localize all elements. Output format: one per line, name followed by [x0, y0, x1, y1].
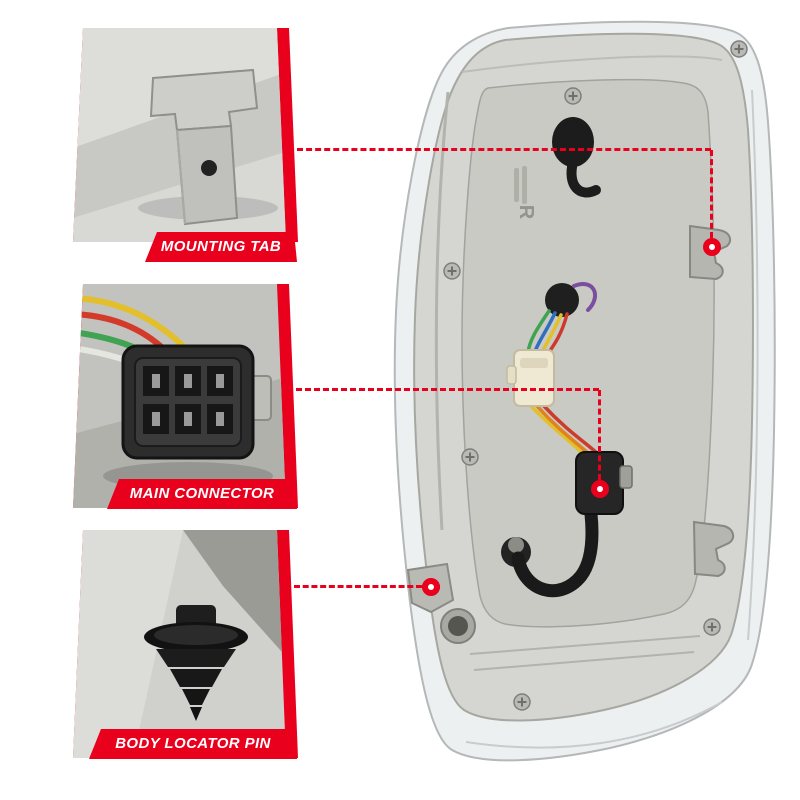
callout-inset-mounting-tab	[73, 28, 298, 242]
callout-label-text: MAIN CONNECTOR	[129, 485, 275, 502]
mounting-bracket-lower	[692, 520, 735, 578]
connector-body	[121, 344, 272, 460]
marker-core	[709, 244, 715, 250]
mounting-tab-photo	[73, 28, 286, 242]
callout-label-text: MOUNTING TAB	[160, 238, 282, 255]
body-locator-pin-photo	[73, 530, 286, 758]
mounting-tab-bracket	[149, 68, 259, 226]
callout-line-mounting-tab	[297, 148, 711, 151]
screws	[443, 40, 748, 711]
mounting-tab-closeup	[73, 28, 286, 242]
main-connector-closeup	[73, 284, 286, 508]
callout-inset-main-connector	[73, 284, 298, 508]
rubber-grommet	[552, 117, 601, 198]
molded-markings: R	[514, 166, 537, 220]
callout-label-text: BODY LOCATOR PIN	[115, 735, 271, 752]
bottom-rib-2	[473, 651, 695, 671]
lens-highlight-right	[747, 89, 759, 641]
inner-panel	[461, 78, 715, 628]
callout-label-mounting-tab: MOUNTING TAB	[145, 232, 297, 262]
callout-inset-body-locator-pin	[73, 530, 298, 758]
bulb-socket-upper	[545, 282, 597, 317]
r-marking: R	[515, 205, 537, 220]
inline-connector-white	[506, 349, 555, 407]
callout-label-main-connector: MAIN CONNECTOR	[107, 479, 297, 509]
marker-core	[428, 584, 434, 590]
callout-line-body-locator-pin	[294, 585, 422, 588]
housing-top-ridge	[461, 55, 723, 73]
callout-label-body-locator-pin: BODY LOCATOR PIN	[89, 729, 297, 759]
lower-round-recess	[440, 608, 476, 644]
marker-core	[597, 486, 603, 492]
bottom-rib-1	[469, 635, 701, 655]
body-locator-pin-closeup	[73, 530, 286, 758]
callout-point-mounting-tab	[703, 238, 721, 256]
callout-line-mounting-tab-vertical	[710, 150, 713, 238]
pins	[152, 374, 224, 426]
main-connector-photo	[73, 284, 286, 508]
housing-left-ridge	[434, 91, 450, 531]
callout-point-main-connector	[591, 480, 609, 498]
callout-line-main-connector	[296, 388, 599, 391]
harness-cable	[511, 507, 599, 598]
callout-line-main-connector-vertical	[598, 390, 601, 480]
pin-slots	[143, 366, 233, 434]
lens-highlight-bottom	[465, 701, 723, 749]
callout-point-body-locator-pin	[422, 578, 440, 596]
locator-pin	[144, 605, 248, 721]
